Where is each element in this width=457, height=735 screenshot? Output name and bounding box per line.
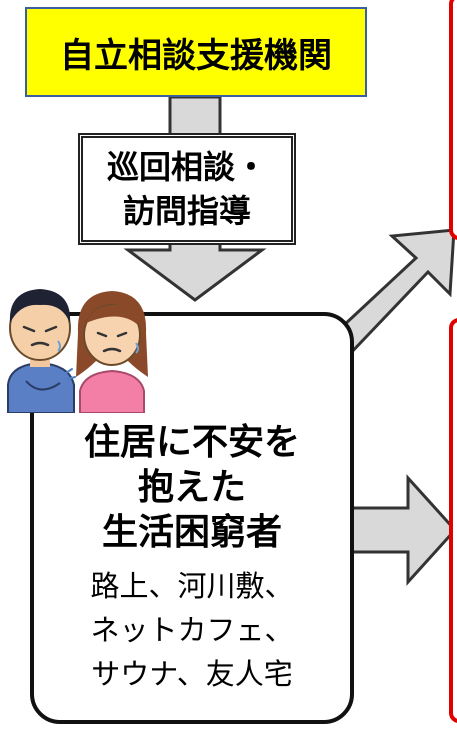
consultation-line2: 訪問指導	[122, 192, 251, 230]
consultation-line1: 巡回相談・	[106, 148, 267, 186]
target-examples-line1: 路上、河川敷、	[90, 569, 294, 603]
target-examples-line2: ネットカフェ、	[90, 613, 294, 647]
agency-label: 自立相談支援機関	[60, 35, 332, 76]
worried-people-illustration	[7, 289, 148, 413]
worried-woman-icon	[76, 291, 148, 413]
target-group-title: 住居に不安を 抱えた 生活困窮者	[30, 420, 354, 555]
target-title-line1: 住居に不安を	[83, 422, 300, 463]
target-examples-line3: サウナ、友人宅	[91, 657, 293, 691]
target-group-box	[30, 312, 354, 724]
target-title-line3: 生活困窮者	[101, 512, 282, 553]
agency-box: 自立相談支援機関	[25, 7, 367, 97]
target-group-examples: 路上、河川敷、 ネットカフェ、 サウナ、友人宅	[30, 564, 354, 696]
consultation-box: 巡回相談・ 訪問指導	[78, 133, 296, 245]
support-panel-upper	[449, 0, 457, 240]
worried-man-icon	[7, 289, 75, 413]
support-panel-lower	[449, 318, 457, 723]
target-title-line2: 抱えた	[137, 467, 246, 508]
worry-lines-icon	[65, 368, 76, 380]
